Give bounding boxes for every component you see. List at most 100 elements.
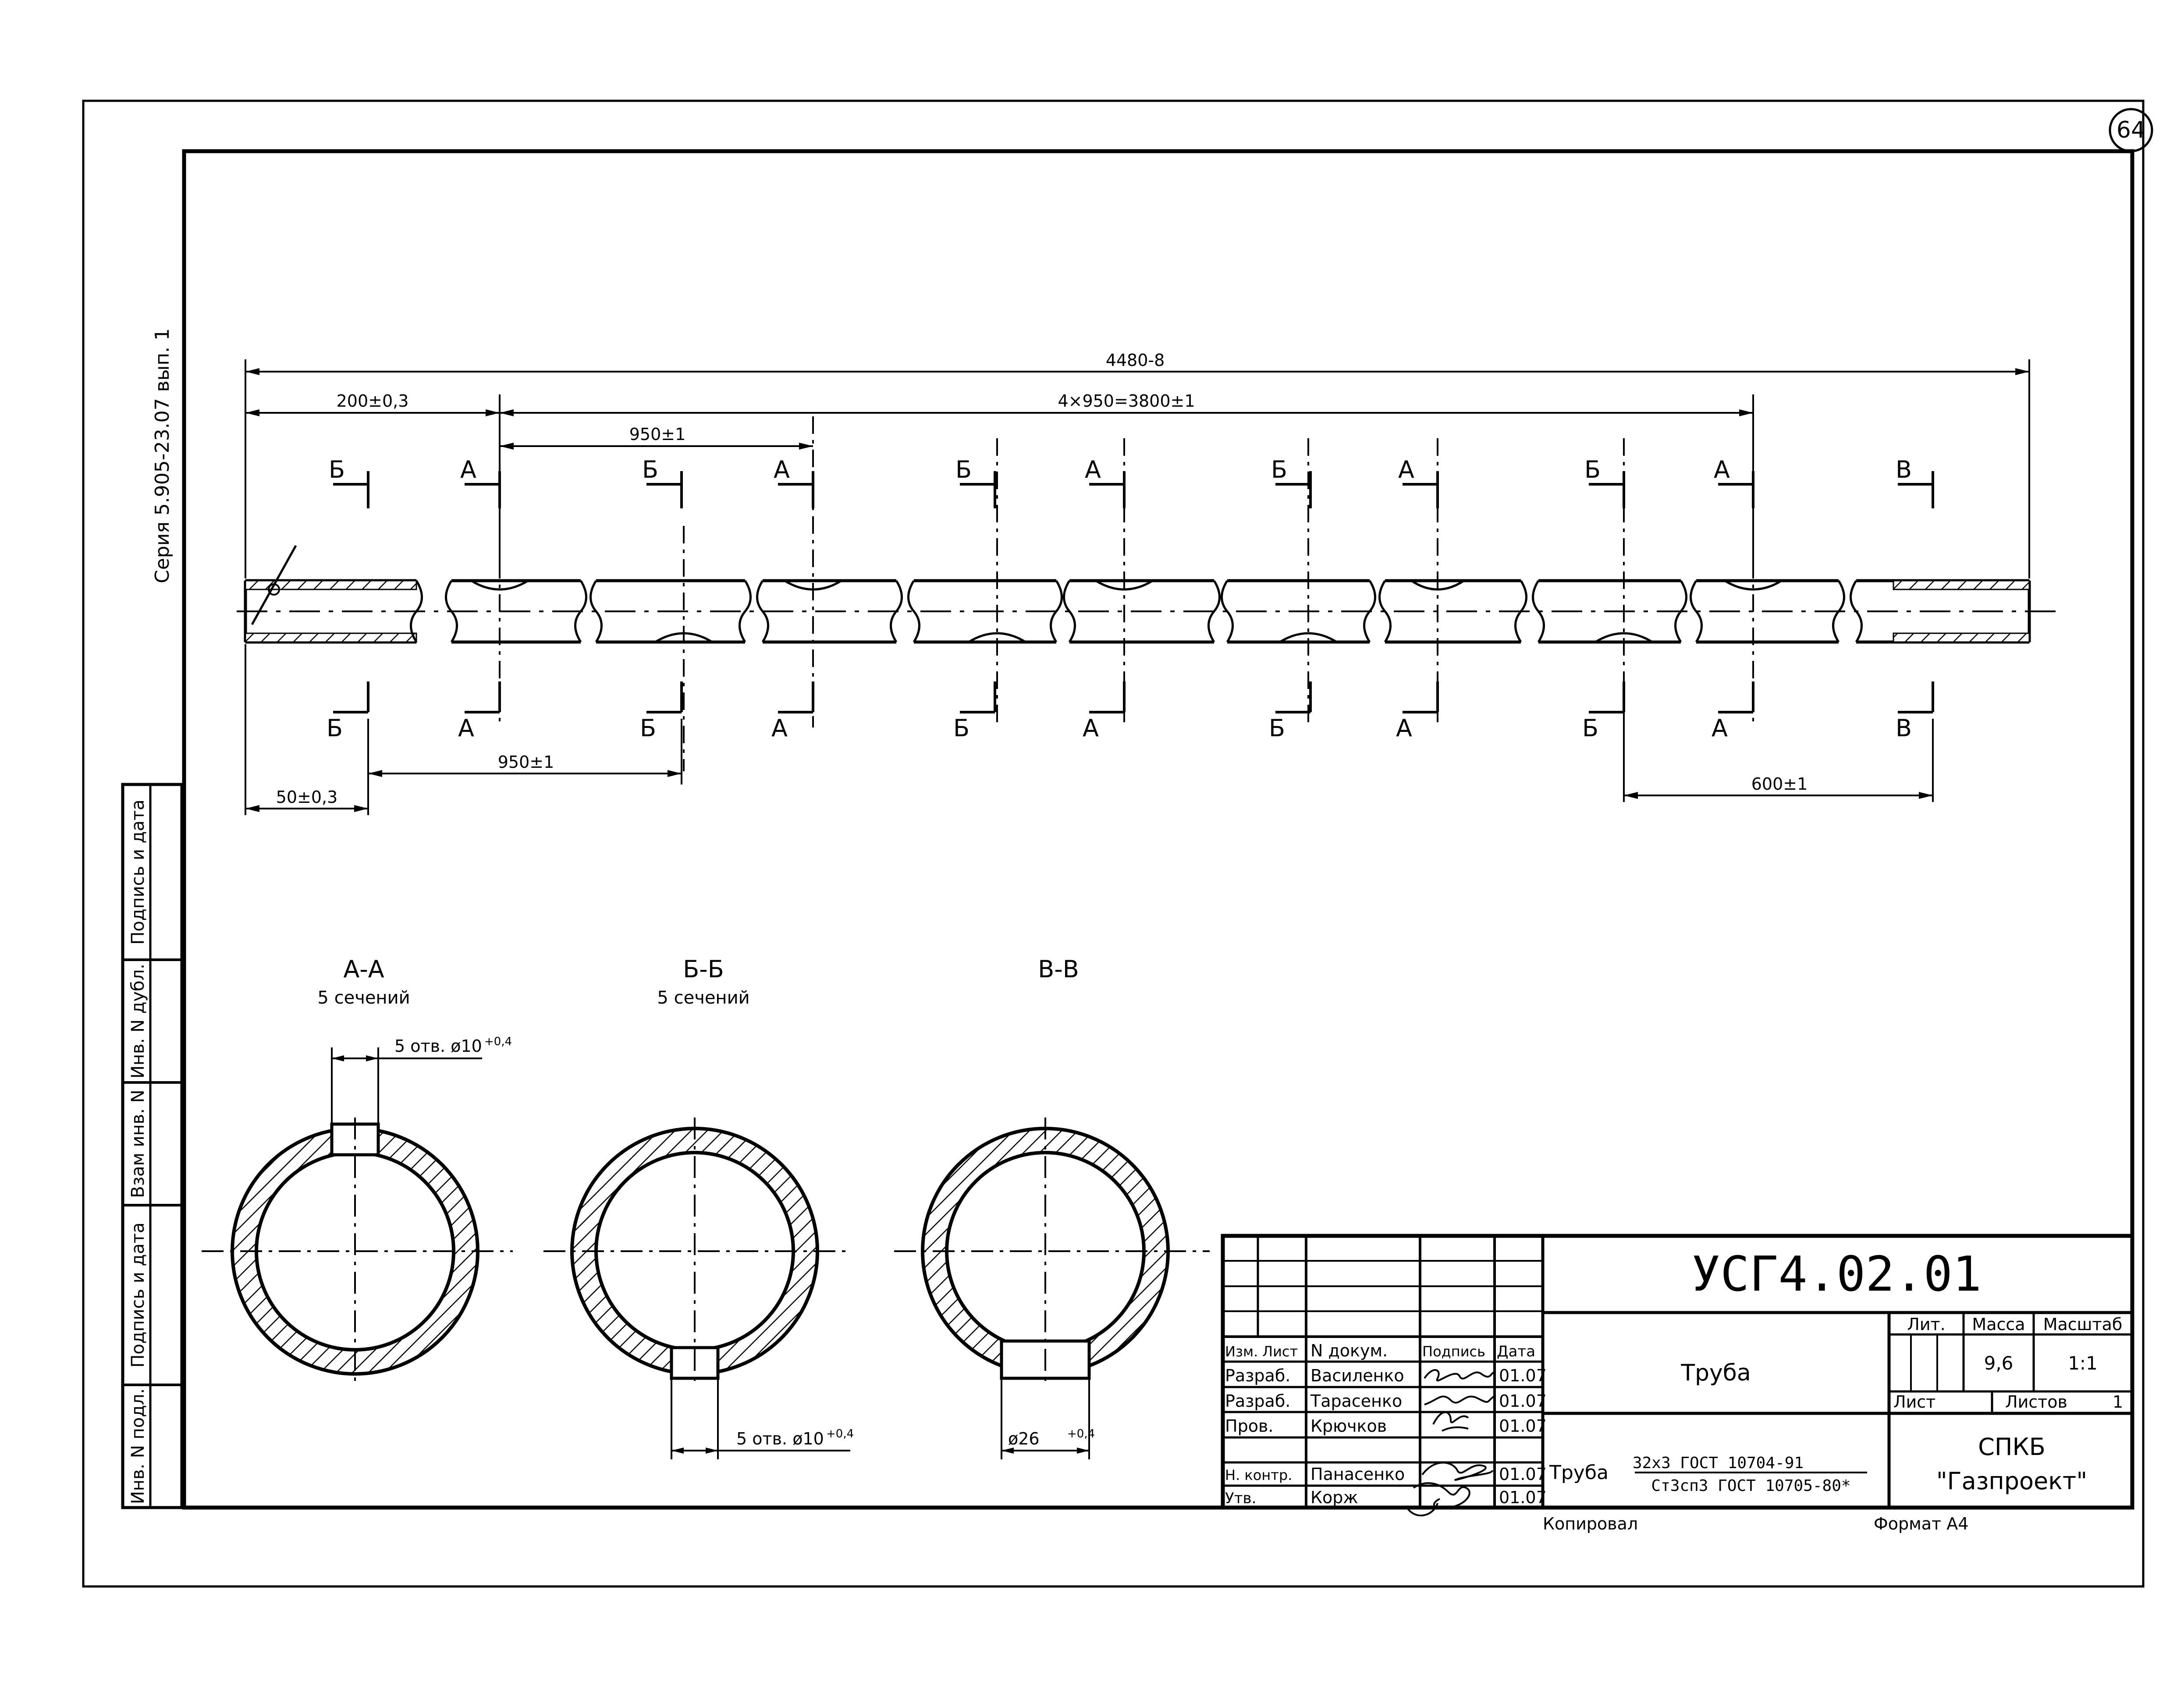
dim-edge-offset: 50±0,3 xyxy=(276,788,338,807)
sheet-outer-border xyxy=(82,99,2145,1588)
cut-label: А xyxy=(1712,714,1728,742)
copied-label: Копировал xyxy=(1543,1514,1638,1533)
part-name: Труба xyxy=(1680,1360,1751,1386)
tb-date: 01.07 xyxy=(1499,1465,1547,1484)
hole-note: ø26 xyxy=(1008,1429,1040,1448)
cut-label: Б xyxy=(1269,714,1285,742)
cut-label: Б xyxy=(1584,456,1601,483)
drawing-frame xyxy=(182,149,2134,1510)
cut-label: Б xyxy=(1271,456,1287,483)
section-cut-labels: Б А Б А Б А Б А Б А В Б А Б А Б А Б А Б … xyxy=(327,456,1912,742)
format-label: Формат А4 xyxy=(1874,1514,1968,1533)
side-stamp-label: Инв. N дубл. xyxy=(128,964,148,1079)
signatures xyxy=(1406,1369,1495,1516)
hole-tolerance: +0,4 xyxy=(1067,1427,1095,1441)
tb-role: Пров. xyxy=(1225,1416,1273,1436)
cut-label: В xyxy=(1896,456,1912,483)
org-line-2: "Газпроект" xyxy=(1936,1467,2087,1495)
section-title: А-А xyxy=(343,955,384,983)
doc-code: УСГ4.02.01 xyxy=(1691,1246,1982,1302)
pipe-segment xyxy=(1690,579,1845,644)
side-stamp-label: Инв. N подл. xyxy=(128,1388,148,1504)
hole-tolerance: +0,4 xyxy=(484,1035,512,1048)
tb-name: Панасенко xyxy=(1310,1465,1405,1484)
sheet-label: Лист xyxy=(1893,1392,1935,1412)
section-subtitle: 5 сечений xyxy=(317,988,410,1008)
org-line-1: СПКБ xyxy=(1978,1433,2046,1461)
cut-label: Б xyxy=(953,714,969,742)
tb-date: 01.07 xyxy=(1499,1488,1547,1507)
cut-label: А xyxy=(1396,714,1412,742)
tb-header-izm: Изм. xyxy=(1225,1343,1258,1360)
lit-label: Лит. xyxy=(1907,1315,1946,1334)
cut-label: Б xyxy=(327,714,343,742)
tb-date: 01.07 xyxy=(1499,1366,1547,1385)
dim-end-offset: 600±1 xyxy=(1751,774,1808,794)
dimension-lines xyxy=(245,359,2030,815)
cut-label: А xyxy=(1085,456,1101,483)
pipe-elevation xyxy=(237,394,2060,784)
series-label: Серия 5.905-23.07 вып. 1 xyxy=(151,328,174,583)
cut-label: А xyxy=(1398,456,1414,483)
tb-header-date: Дата xyxy=(1497,1343,1535,1360)
dim-first-hole: 200±0,3 xyxy=(337,391,409,411)
dim-pitch-b: 950±1 xyxy=(498,752,554,772)
hole-note: 5 отв. ø10 xyxy=(394,1036,482,1056)
section-v-v: В-В ø26 +0,4 xyxy=(894,955,1210,1459)
cut-label: Б xyxy=(329,456,345,483)
tb-name: Крючков xyxy=(1310,1416,1387,1436)
side-stamp-label: Подпись и дата xyxy=(128,799,148,944)
tb-role: Н. контр. xyxy=(1225,1467,1292,1483)
pipe-segment xyxy=(445,579,587,644)
scale-value: 1:1 xyxy=(2068,1352,2098,1374)
cut-label: А xyxy=(460,456,476,483)
tb-header-list: Лист xyxy=(1262,1343,1298,1360)
tb-name: Корж xyxy=(1310,1488,1358,1507)
pipe-segment xyxy=(756,579,903,644)
section-b-b: Б-Б 5 сечений 5 отв. ø10 +0,4 xyxy=(543,955,854,1459)
pipe-segment xyxy=(244,545,423,644)
hole-note: 5 отв. ø10 xyxy=(736,1429,824,1448)
cut-label: А xyxy=(774,456,790,483)
material-top: 32х3 ГОСТ 10704-91 xyxy=(1633,1454,1804,1472)
tb-date: 01.07 xyxy=(1499,1391,1547,1411)
tb-header-sign: Подпись xyxy=(1422,1343,1485,1360)
cut-label: А xyxy=(771,714,788,742)
title-block-text: Изм. Лист N докум. Подпись Дата Разраб. … xyxy=(1225,1246,2123,1533)
side-stamp-label: Взам инв. N xyxy=(128,1089,148,1198)
mass-value: 9,6 xyxy=(1984,1352,2014,1374)
tb-role: Разраб. xyxy=(1225,1366,1290,1385)
sheets-value: 1 xyxy=(2113,1392,2123,1412)
pipe-segment xyxy=(1532,579,1687,644)
cut-label: А xyxy=(1083,714,1099,742)
sheet-number-badge: 64 xyxy=(2109,108,2153,153)
tb-name: Василенко xyxy=(1310,1366,1404,1385)
cut-label: В xyxy=(1896,714,1912,742)
side-stamp-label: Подпись и дата xyxy=(128,1222,148,1367)
cut-label: Б xyxy=(642,456,658,483)
tb-name: Тарасенко xyxy=(1310,1391,1402,1411)
side-stamp: Инв. N подл. Подпись и дата Взам инв. N … xyxy=(121,783,184,1509)
tb-role: Разраб. xyxy=(1225,1391,1290,1411)
pipe-segment xyxy=(1378,579,1527,644)
pipe-segment xyxy=(1063,579,1221,644)
section-title: В-В xyxy=(1038,955,1079,983)
dimension-values: 4480-8 200±0,3 4×950=3800±1 950±1 950±1 … xyxy=(276,351,1808,807)
sheet-number: 64 xyxy=(2117,117,2145,143)
cut-label: Б xyxy=(1582,714,1598,742)
hole-tolerance: +0,4 xyxy=(826,1427,854,1441)
pipe-segment xyxy=(907,579,1063,644)
section-title: Б-Б xyxy=(683,955,724,983)
scale-label: Масштаб xyxy=(2043,1315,2123,1334)
cut-label: А xyxy=(458,714,474,742)
tb-role: Утв. xyxy=(1225,1490,1256,1507)
dim-pitch-a: 950±1 xyxy=(629,425,686,444)
dim-overall: 4480-8 xyxy=(1106,351,1165,370)
cut-label: Б xyxy=(640,714,656,742)
pipe-segment xyxy=(1850,579,2031,644)
dim-span: 4×950=3800±1 xyxy=(1058,391,1195,411)
pipe-segment xyxy=(1221,579,1376,644)
dimension-arrows xyxy=(245,368,2029,812)
cut-label: А xyxy=(1714,456,1730,483)
